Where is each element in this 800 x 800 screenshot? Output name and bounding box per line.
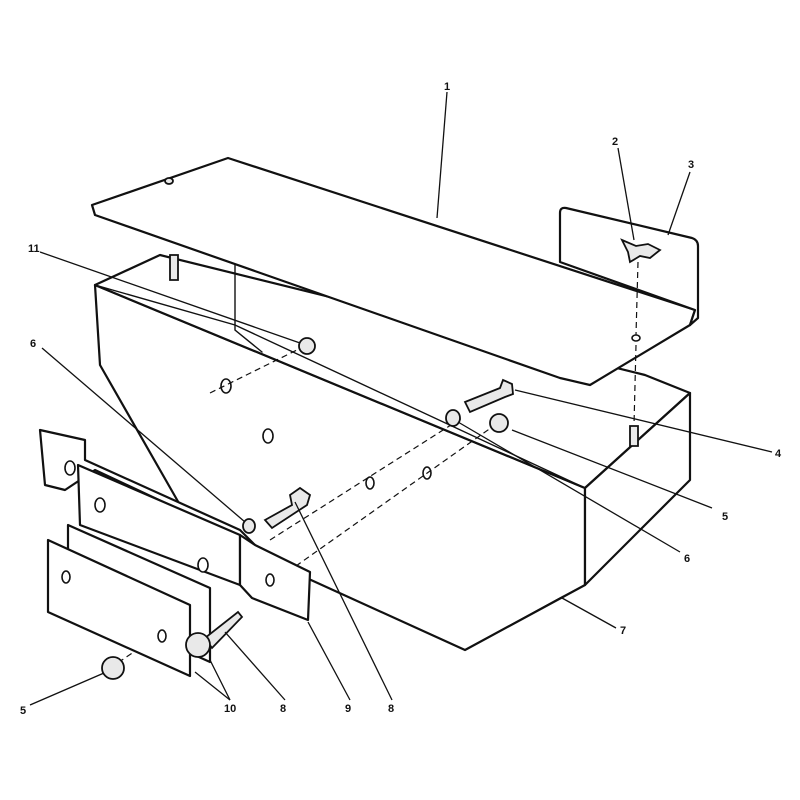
tool-box-inner-fold xyxy=(234,264,263,353)
leader-8-lower xyxy=(224,631,286,701)
bolt-4 xyxy=(463,378,514,414)
tool-box-bottom-edge xyxy=(464,584,586,651)
callout-5-right: 5 xyxy=(722,511,728,523)
leader-9 xyxy=(307,621,351,701)
hinge-stud xyxy=(169,254,179,281)
latch-plate-outline xyxy=(558,206,700,327)
leader-4 xyxy=(514,389,773,453)
bolt-8-lower-head xyxy=(185,632,211,658)
tool-box-lid xyxy=(90,156,697,387)
washer-6-right xyxy=(445,409,461,427)
lid-hinge-mark xyxy=(164,177,174,185)
callout-6-left: 6 xyxy=(30,338,36,350)
callout-10: 10 xyxy=(224,703,236,715)
callout-3: 3 xyxy=(688,159,694,171)
leader-5-right xyxy=(511,429,713,509)
bracket-hole-1 xyxy=(64,460,76,476)
leader-1 xyxy=(436,91,448,219)
mounting-bracket xyxy=(38,428,312,622)
box-hole-1 xyxy=(220,378,232,394)
leader-7 xyxy=(561,597,617,629)
lid-front-edge xyxy=(94,214,591,386)
washer-6-left xyxy=(242,518,256,534)
lid-stud xyxy=(629,425,639,447)
box-hole-2 xyxy=(262,428,274,444)
callout-7: 7 xyxy=(620,625,626,637)
bolt-8-upper xyxy=(263,486,312,530)
callout-8-upper: 8 xyxy=(388,703,394,715)
leader-11 xyxy=(39,251,301,344)
leader-3 xyxy=(667,171,691,236)
dash-bolt-lower xyxy=(254,424,496,596)
tool-box xyxy=(93,253,692,652)
bracket-hole-3 xyxy=(197,557,209,573)
callout-11: 11 xyxy=(28,243,40,255)
tool-box-top-rim xyxy=(93,253,692,490)
callout-1: 1 xyxy=(444,81,450,93)
dash-nut11 xyxy=(209,345,306,394)
leader-10b xyxy=(209,659,231,701)
leader-6-right xyxy=(457,421,681,553)
hardware xyxy=(242,337,514,534)
box-hole-3 xyxy=(365,476,375,490)
callout-9: 9 xyxy=(345,703,351,715)
dash-bolt-upper xyxy=(269,417,463,541)
clamp-plate-front xyxy=(46,538,192,678)
callout-4: 4 xyxy=(775,448,782,460)
nut-11 xyxy=(298,337,316,355)
leader-5-left xyxy=(29,672,105,706)
leader-2 xyxy=(617,147,635,241)
clamp-plates xyxy=(46,523,212,678)
callout-2: 2 xyxy=(612,136,618,148)
dash-lid-stud xyxy=(633,344,637,426)
lid-hole xyxy=(631,334,641,342)
bracket-hole-2 xyxy=(94,497,106,513)
leader-8-upper xyxy=(294,501,393,701)
tool-box-right-face xyxy=(583,391,692,587)
dash-wingnut-lid xyxy=(635,261,639,336)
nut-5-right xyxy=(489,413,509,433)
nut-5-left xyxy=(101,656,125,680)
wing-nut xyxy=(620,238,662,264)
clamp-hole-2 xyxy=(157,629,167,643)
callout-labels: 1 2 3 4 5 5 6 6 7 8 8 9 10 11 xyxy=(20,81,782,717)
leader-6-left xyxy=(41,347,246,523)
latch-plate xyxy=(558,206,700,327)
bracket-hole-4 xyxy=(265,573,275,587)
callout-5-left: 5 xyxy=(20,705,26,717)
leader-10a xyxy=(194,671,231,701)
callout-8-lower: 8 xyxy=(280,703,286,715)
clamp-hole-1 xyxy=(61,570,71,584)
callout-6-right: 6 xyxy=(684,553,690,565)
bracket-side-plate xyxy=(238,533,312,622)
leader-lines xyxy=(29,91,773,706)
